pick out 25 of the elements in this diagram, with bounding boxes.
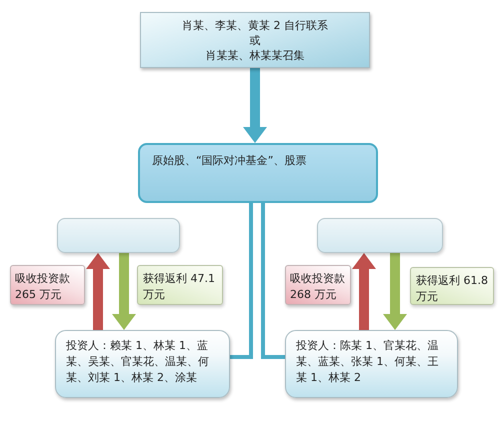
rounded-box bbox=[285, 330, 458, 398]
empty-box bbox=[57, 218, 180, 253]
rounded-box bbox=[55, 330, 230, 398]
box-text: 投资人：赖某 1、林某 1、蓝某、吴某、官某花、温某、何某、刘某 1、林某 2、涂某 bbox=[66, 338, 210, 386]
amount-box bbox=[137, 265, 223, 305]
empty-box bbox=[317, 218, 443, 253]
amount-box bbox=[285, 265, 351, 305]
box-text: 或 bbox=[248, 33, 262, 48]
block-arrow bbox=[352, 253, 376, 330]
box-text: 肖某、李某、黄某 2 自行联系 bbox=[181, 18, 329, 33]
box-text: 肖某某、林某某召集 bbox=[204, 48, 306, 63]
amount-box bbox=[10, 265, 85, 305]
box-text: 吸收投资款 265 万元 bbox=[15, 271, 71, 303]
amount-box bbox=[410, 267, 494, 305]
connector-line bbox=[261, 203, 285, 359]
block-arrow bbox=[243, 68, 267, 143]
box-text: 获得返利 47.1 万元 bbox=[143, 271, 216, 303]
box-text: 获得返利 61.8 万元 bbox=[416, 273, 488, 305]
box-text: 原始股、“国际对冲基金”、股票 bbox=[152, 153, 308, 169]
process-box bbox=[138, 143, 378, 203]
box-text: 吸收投资款 268 万元 bbox=[290, 271, 346, 303]
block-arrow bbox=[86, 253, 110, 330]
box-text: 投资人：陈某 1、官某花、温某、蓝某、张某 1、何某、王某 1、林某 2 bbox=[296, 338, 440, 386]
process-box bbox=[140, 12, 370, 68]
connector-line bbox=[230, 203, 253, 359]
